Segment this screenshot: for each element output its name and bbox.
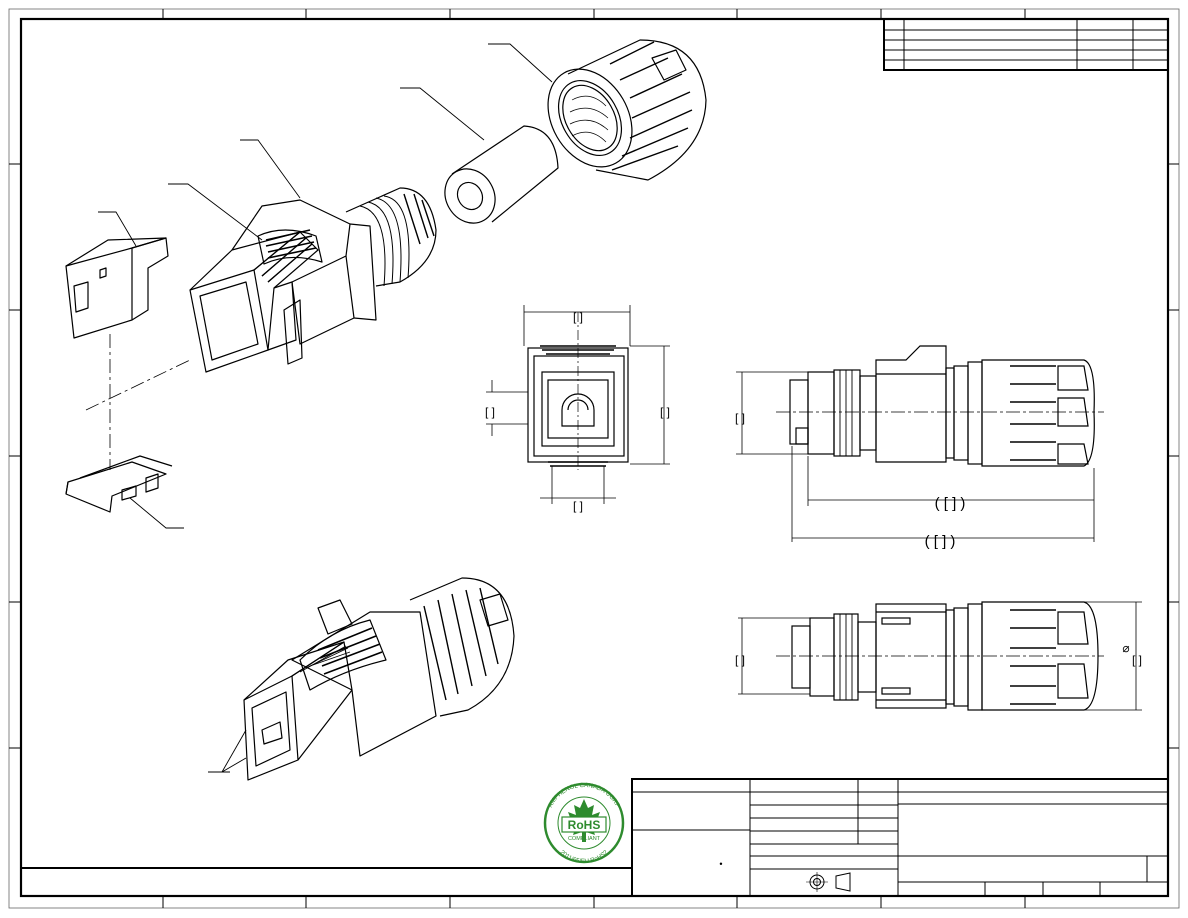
coupling-nut [547,39,707,181]
side-view [736,345,1104,542]
assembled-view [208,577,515,781]
dim-front-height: [ ] [660,405,670,419]
dim-side-height: [ ] [735,411,745,425]
front-view [486,305,670,504]
leader-lines [98,43,553,529]
center-lines [85,334,191,470]
dim-side-length-2: ( [ ] ) [925,533,956,550]
rohs-sub-text: COMPLIANT [568,836,601,842]
dim-front-left: [ ] [485,405,495,419]
dim-front-width: [ ] [573,310,583,324]
rohs-stamp: RoHS COMPLIANT AMPHENOL CANADA CORP 2011… [543,782,625,865]
upper-clip [65,237,169,339]
title-block-dot: • [719,859,722,869]
diameter-symbol: ⌀ [1122,641,1129,655]
rohs-center-text: RoHS [568,818,601,832]
seal-sleeve [444,125,559,224]
dim-diameter: [ ] [1132,653,1142,667]
sheet-border [8,8,1180,909]
projection-symbol-icon [806,872,851,892]
dim-bottom-height: [ ] [735,653,745,667]
title-block [631,778,1169,897]
revision-table [883,18,1169,71]
dim-front-bottom: [ ] [573,499,583,513]
lower-clip [65,455,173,513]
bottom-view [738,601,1142,711]
connector-body [189,187,437,373]
exploded-view [65,39,707,529]
dim-side-length-1: ( [ ] ) [935,495,966,512]
